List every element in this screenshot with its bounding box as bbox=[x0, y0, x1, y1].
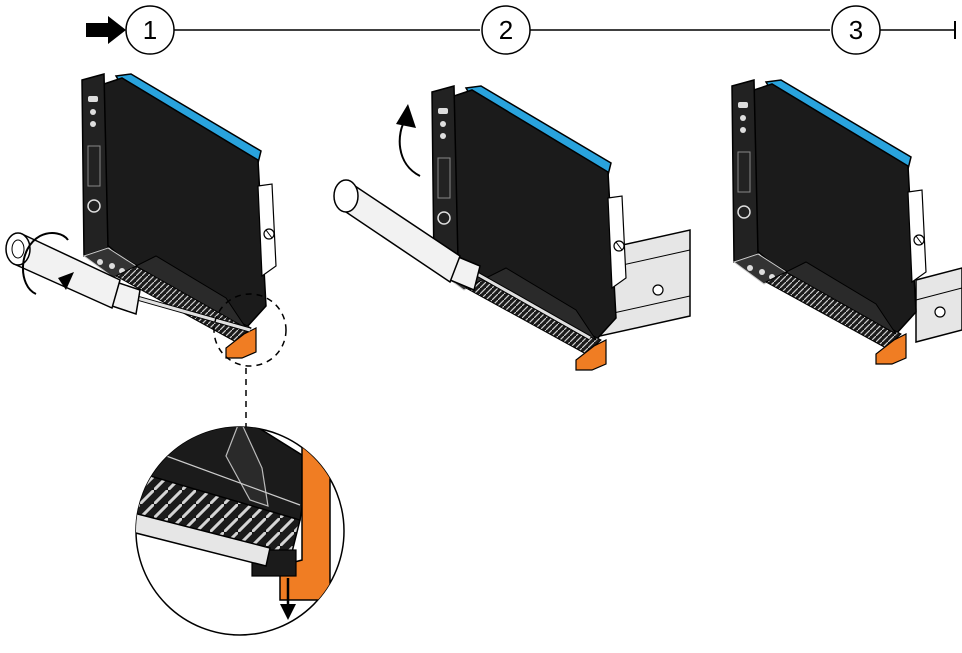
step-marker-3: 3 bbox=[831, 5, 881, 55]
arrow-right-icon bbox=[86, 16, 126, 44]
rotate-arrow-icon bbox=[22, 232, 74, 295]
din-rail bbox=[915, 267, 962, 343]
step-number: 1 bbox=[143, 15, 157, 45]
step-marker-1: 1 bbox=[125, 5, 175, 55]
step-3-illustration bbox=[731, 79, 962, 365]
screwdriver-icon bbox=[333, 179, 592, 341]
device-module bbox=[731, 79, 927, 365]
curved-up-arrow-icon bbox=[396, 104, 421, 177]
screwdriver-icon bbox=[5, 232, 251, 333]
device-module bbox=[81, 73, 277, 359]
step-marker-2: 2 bbox=[481, 5, 531, 55]
detail-zoom bbox=[135, 426, 345, 636]
step-timeline: 1 2 3 bbox=[86, 5, 956, 55]
step-number: 3 bbox=[849, 15, 863, 45]
step-1-illustration bbox=[5, 73, 287, 428]
step-2-illustration bbox=[333, 85, 691, 371]
detail-callout-circle bbox=[213, 293, 287, 367]
device-module bbox=[431, 85, 627, 371]
step-number: 2 bbox=[499, 15, 513, 45]
arrow-down-icon bbox=[280, 578, 296, 620]
